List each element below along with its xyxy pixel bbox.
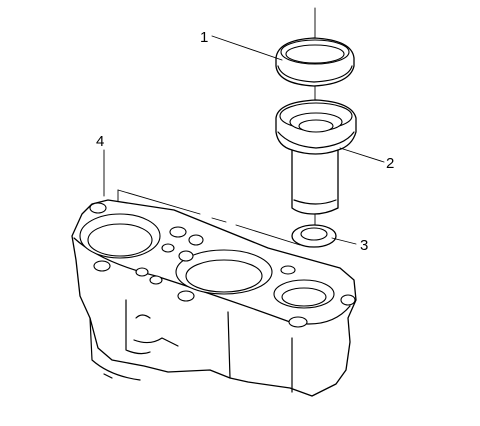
callout-label-2: 2	[386, 155, 394, 172]
callout-3: 3	[331, 237, 368, 254]
callout-4: 4	[96, 133, 105, 197]
callout-label-4: 4	[96, 133, 104, 150]
housing-part	[71, 199, 357, 397]
callout-label-3: 3	[360, 237, 368, 254]
callout-1: 1	[200, 29, 283, 61]
callout-2: 2	[339, 147, 394, 172]
sleeve-part	[275, 99, 357, 215]
callout-label-1: 1	[200, 29, 208, 46]
o-ring-part	[291, 224, 337, 248]
seal-ring-part	[275, 37, 355, 87]
